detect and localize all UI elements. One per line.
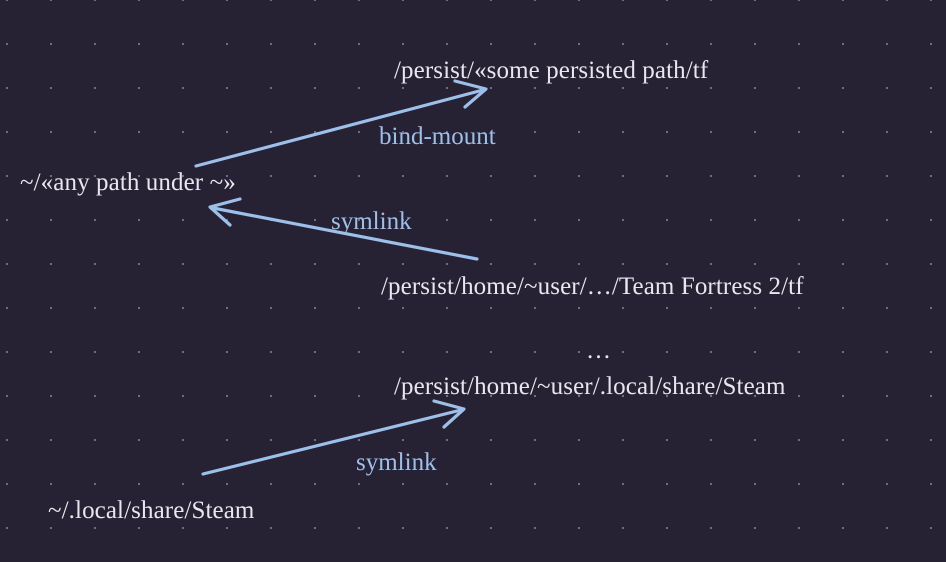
node-persist-some-path-tf: /persist/«some persisted path/tf bbox=[394, 57, 709, 84]
node-persist-home-tf2: /persist/home/~user/…/Team Fortress 2/tf bbox=[381, 273, 804, 300]
edge-label-symlink-top: symlink bbox=[331, 208, 412, 235]
node-home-any-path: ~/«any path under ~» bbox=[20, 169, 236, 196]
node-home-steam: ~/.local/share/Steam bbox=[48, 497, 255, 524]
vertical-ellipsis-separator: … bbox=[586, 337, 612, 364]
node-persist-home-steam: /persist/home/~user/.local/share/Steam bbox=[394, 373, 786, 400]
edge-label-symlink-bottom: symlink bbox=[356, 449, 437, 476]
edge-label-bind-mount: bind-mount bbox=[379, 123, 496, 150]
